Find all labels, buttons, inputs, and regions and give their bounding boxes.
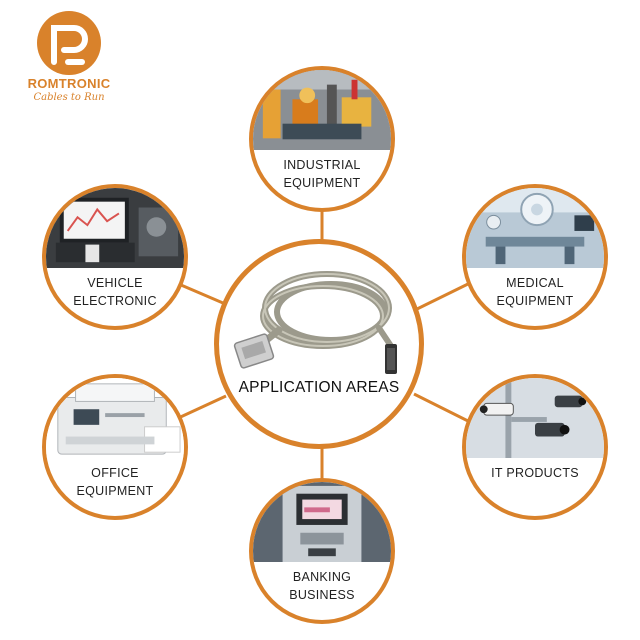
area-vehicle-electronic: VEHICLE ELECTRONIC — [42, 184, 188, 330]
area-label: VEHICLE ELECTRONIC — [73, 275, 157, 308]
brand-tagline: Cables to Run — [33, 92, 105, 103]
car-diagnostic-laptop-image — [46, 188, 184, 269]
area-label: IT PRODUCTS — [491, 465, 579, 480]
connector-vehicle — [173, 280, 231, 308]
brand-logo: ROMTRONIC Cables to Run — [14, 10, 124, 110]
printer-image — [46, 378, 184, 459]
area-banking-business: BANKING BUSINESS — [249, 478, 395, 624]
security-camera-image — [466, 378, 604, 459]
area-label: MEDICAL EQUIPMENT — [496, 275, 574, 308]
area-label: INDUSTRIAL EQUIPMENT — [283, 157, 361, 190]
operating-room-image — [466, 188, 604, 269]
area-office-equipment: OFFICE EQUIPMENT — [42, 374, 188, 520]
cable-image — [233, 271, 397, 374]
robot-assembly-line-image — [253, 70, 391, 151]
area-label: BANKING BUSINESS — [289, 569, 355, 602]
area-label: OFFICE EQUIPMENT — [76, 465, 154, 498]
connector-it — [413, 392, 471, 424]
center-title: APPLICATION AREAS — [238, 379, 400, 396]
area-industrial-equipment: INDUSTRIAL EQUIPMENT — [249, 66, 395, 212]
atm-machine-image — [253, 482, 391, 563]
center-application-areas: APPLICATION AREAS — [214, 239, 424, 449]
area-it-products: IT PRODUCTS — [462, 374, 608, 520]
connector-medical — [414, 281, 471, 312]
logo-mark-icon — [37, 11, 101, 75]
area-medical-equipment: MEDICAL EQUIPMENT — [462, 184, 608, 330]
brand-name: ROMTRONIC — [27, 76, 111, 91]
